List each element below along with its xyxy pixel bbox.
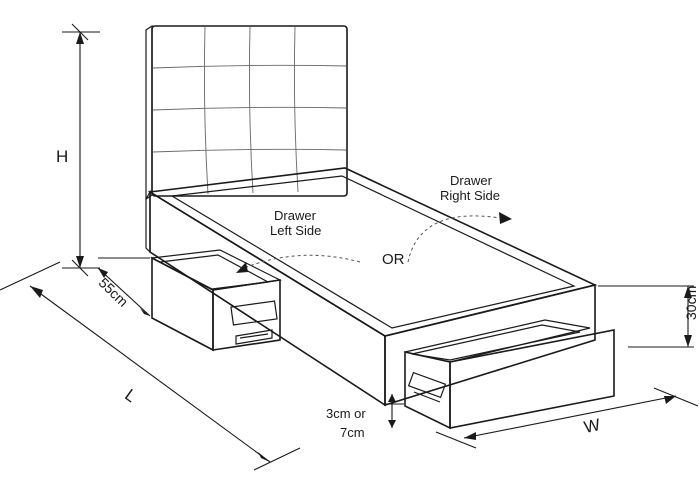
label-clearance-line1: 3cm or xyxy=(326,406,366,421)
left-side-arc xyxy=(243,254,361,269)
bed-base xyxy=(145,167,598,407)
length-dimension xyxy=(0,261,301,471)
headboard-panel xyxy=(151,25,348,197)
right-drawer-front xyxy=(449,329,615,429)
label-clearance-line2: 7cm xyxy=(340,425,365,440)
drawer-indicators xyxy=(236,212,512,273)
clearance-dimension xyxy=(384,394,404,428)
drawer-depth-dimension xyxy=(97,257,151,317)
drawer-height-dimension xyxy=(598,285,694,348)
base-left-side xyxy=(149,190,386,407)
left-drawer-runner-box xyxy=(230,300,278,326)
label-height: H xyxy=(56,147,68,166)
right-drawer-inner xyxy=(411,324,581,361)
label-width: W xyxy=(582,415,602,437)
label-or: OR xyxy=(382,251,405,268)
right-drawer-top xyxy=(404,319,591,363)
headboard-side xyxy=(145,24,153,201)
label-left-side-line2: Left Side xyxy=(270,223,321,238)
right-side-arc xyxy=(407,215,501,263)
mattress-surface xyxy=(170,175,576,329)
base-foot-end xyxy=(384,283,596,407)
left-side-arrow xyxy=(236,262,248,273)
label-drawer-depth: 55cm xyxy=(96,274,132,309)
headboard-tufting xyxy=(152,26,347,195)
label-length: L xyxy=(121,385,140,406)
label-right-side-line1: Drawer xyxy=(450,173,493,188)
right-drawer xyxy=(404,319,615,430)
label-right-side-line2: Right Side xyxy=(440,188,500,203)
left-drawer-front xyxy=(212,279,281,351)
left-drawer-runner xyxy=(235,329,273,345)
base-top-frame xyxy=(147,167,598,337)
left-drawer xyxy=(150,249,282,352)
label-drawer-height: 30cm xyxy=(683,286,699,320)
right-side-arrow xyxy=(499,212,512,224)
right-drawer-runner xyxy=(407,371,447,399)
width-dimension xyxy=(435,387,699,449)
left-drawer-top xyxy=(150,249,282,291)
base-head-edge xyxy=(145,189,151,254)
height-dimension xyxy=(62,23,100,277)
headboard xyxy=(145,24,348,201)
left-drawer-side xyxy=(151,256,214,352)
label-left-side-line1: Drawer xyxy=(274,208,317,223)
